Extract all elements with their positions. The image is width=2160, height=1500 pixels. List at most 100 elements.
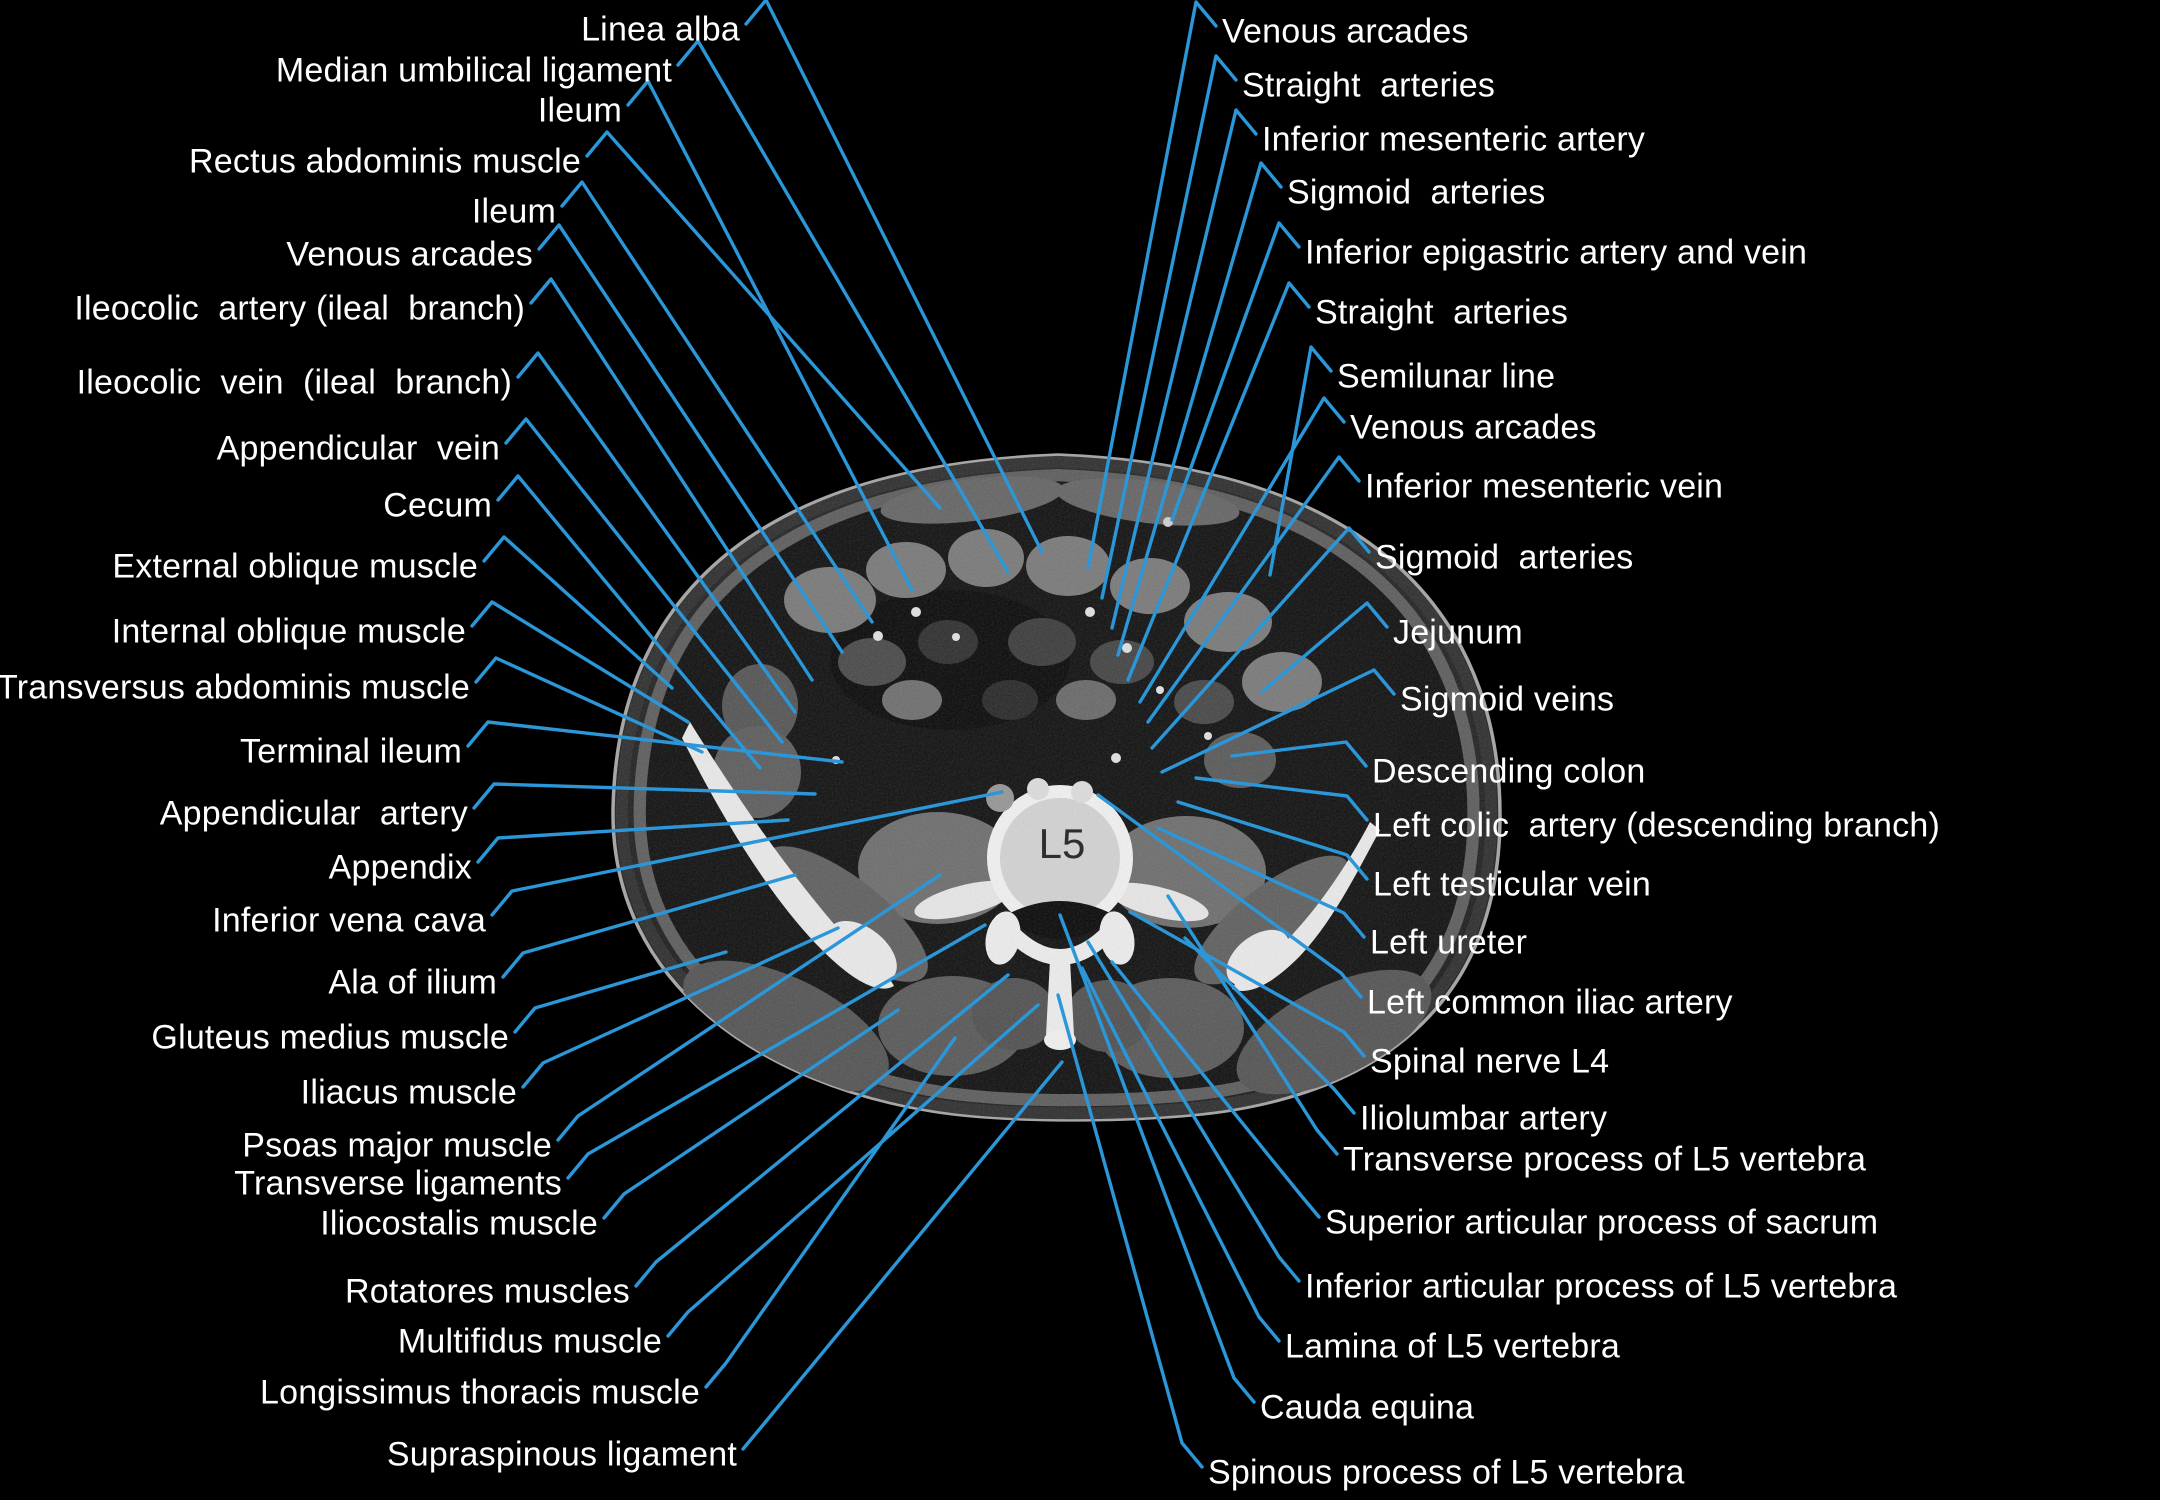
label-ileocolic-vein-ileal-branch: Ileocolic vein (ileal branch)	[76, 363, 512, 402]
leader-lines	[466, 0, 1396, 1469]
label-external-oblique-muscle: External oblique muscle	[112, 547, 478, 586]
label-internal-oblique-muscle: Internal oblique muscle	[111, 612, 466, 651]
leader-line-internal-oblique-muscle	[470, 600, 690, 724]
leader-line-iliocostalis-muscle	[602, 1008, 900, 1220]
leader-line-venous-arcades	[537, 223, 844, 654]
label-inferior-vena-cava: Inferior vena cava	[212, 901, 486, 940]
leader-line-rectus-abdominis-muscle	[585, 130, 942, 510]
leader-line-left-ureter	[1156, 826, 1366, 939]
leader-line-appendicular-vein	[504, 417, 784, 744]
leader-line-semilunar-line	[1268, 345, 1333, 577]
label-spinous-process-of-l5-vertebra: Spinous process of L5 vertebra	[1208, 1453, 1685, 1492]
label-transversus-abdominis-muscle: Transversus abdominis muscle	[0, 668, 470, 707]
label-iliolumbar-artery: Iliolumbar artery	[1360, 1099, 1608, 1138]
leader-line-rotatores-muscles	[634, 973, 1010, 1288]
label-ileum: Ileum	[471, 192, 556, 231]
label-descending-colon: Descending colon	[1372, 752, 1646, 791]
label-inferior-mesenteric-vein: Inferior mesenteric vein	[1365, 467, 1724, 506]
leader-line-left-testicular-vein	[1176, 800, 1369, 881]
leader-line-transverse-ligaments	[566, 923, 987, 1180]
leader-line-ileocolic-artery-ileal-branch	[529, 277, 814, 682]
label-transverse-ligaments: Transverse ligaments	[234, 1164, 562, 1203]
label-gluteus-medius-muscle: Gluteus medius muscle	[151, 1018, 509, 1057]
label-iliacus-muscle: Iliacus muscle	[300, 1073, 517, 1112]
leader-line-inferior-epigastric-artery-and-vein	[1170, 221, 1301, 522]
leader-line-ileocolic-vein-ileal-branch	[516, 351, 797, 714]
label-median-umbilical-ligament: Median umbilical ligament	[275, 51, 672, 90]
leader-line-venous-arcades	[1086, 0, 1218, 570]
leader-line-jejunum	[1260, 601, 1389, 694]
leader-line-cauda-equina	[1058, 913, 1256, 1404]
leader-line-lamina-of-l5-vertebra	[1080, 966, 1281, 1343]
leader-line-descending-colon	[1230, 740, 1368, 768]
label-left-common-iliac-artery: Left common iliac artery	[1367, 983, 1733, 1022]
label-supraspinous-ligament: Supraspinous ligament	[386, 1435, 737, 1474]
leader-line-terminal-ileum	[466, 720, 844, 764]
label-straight-arteries: Straight arteries	[1242, 66, 1496, 105]
leader-line-external-oblique-muscle	[482, 535, 674, 690]
label-terminal-ileum: Terminal ileum	[240, 732, 462, 771]
leader-line-sigmoid-veins	[1160, 668, 1396, 774]
label-left-colic-artery-descending-branch: Left colic artery (descending branch)	[1373, 806, 1940, 845]
label-linea-alba: Linea alba	[581, 10, 740, 49]
label-semilunar-line: Semilunar line	[1337, 357, 1556, 396]
label-venous-arcades: Venous arcades	[286, 235, 533, 274]
label-jejunum: Jejunum	[1393, 613, 1523, 652]
leader-line-straight-arteries	[1126, 281, 1311, 682]
label-appendicular-artery: Appendicular artery	[159, 794, 468, 833]
vertebra-level-label: L5	[1039, 820, 1086, 867]
leader-line-sigmoid-arteries	[1116, 161, 1283, 657]
leader-line-straight-arteries	[1100, 54, 1238, 600]
label-spinal-nerve-l4: Spinal nerve L4	[1370, 1042, 1610, 1081]
ct-noise-overlay	[612, 455, 1501, 1120]
label-longissimus-thoracis-muscle: Longissimus thoracis muscle	[259, 1373, 700, 1412]
leader-line-spinal-nerve-l4	[1128, 910, 1366, 1058]
leader-line-iliolumbar-artery	[1183, 936, 1356, 1115]
leader-line-transversus-abdominis-muscle	[474, 656, 704, 754]
leader-line-inferior-articular-process-of-l5-vertebra	[1086, 940, 1301, 1283]
leader-line-transverse-process-of-l5-vertebra	[1166, 894, 1339, 1156]
label-straight-arteries: Straight arteries	[1315, 293, 1569, 332]
label-ileocolic-artery-ileal-branch: Ileocolic artery (ileal branch)	[74, 289, 525, 328]
leader-line-spinous-process-of-l5-vertebra	[1056, 993, 1204, 1469]
label-transverse-process-of-l5-vertebra: Transverse process of L5 vertebra	[1343, 1140, 1867, 1179]
ct-body-cross-section: L5	[611, 453, 1502, 1122]
leader-line-sigmoid-arteries	[1150, 526, 1371, 750]
leader-line-longissimus-thoracis-muscle	[704, 1036, 957, 1389]
label-ala-of-ilium: Ala of ilium	[328, 963, 497, 1002]
leader-line-psoas-major-muscle	[556, 873, 942, 1142]
leader-line-cecum	[496, 474, 762, 770]
leader-line-median-umbilical-ligament	[676, 39, 1010, 574]
label-cauda-equina: Cauda equina	[1260, 1388, 1475, 1427]
label-inferior-epigastric-artery-and-vein: Inferior epigastric artery and vein	[1305, 233, 1808, 272]
leader-line-supraspinous-ligament	[741, 1060, 1064, 1451]
label-sigmoid-arteries: Sigmoid arteries	[1375, 538, 1634, 577]
label-cecum: Cecum	[383, 486, 492, 525]
label-sigmoid-veins: Sigmoid veins	[1400, 680, 1615, 719]
leader-line-left-colic-artery-descending-branch	[1194, 776, 1369, 822]
label-venous-arcades: Venous arcades	[1350, 408, 1597, 447]
label-appendix: Appendix	[328, 848, 472, 887]
label-sigmoid-arteries: Sigmoid arteries	[1287, 173, 1546, 212]
leader-line-iliacus-muscle	[521, 926, 840, 1089]
leader-line-superior-articular-process-of-sacrum	[1110, 960, 1321, 1219]
leader-line-inferior-mesenteric-artery	[1110, 108, 1258, 630]
leader-line-ileum	[560, 180, 874, 624]
label-left-testicular-vein: Left testicular vein	[1373, 865, 1652, 904]
label-venous-arcades: Venous arcades	[1222, 12, 1469, 51]
label-appendicular-vein: Appendicular vein	[216, 429, 500, 468]
leader-line-inferior-mesenteric-vein	[1146, 455, 1361, 724]
label-multifidus-muscle: Multifidus muscle	[397, 1322, 662, 1361]
leader-line-ala-of-ilium	[501, 873, 797, 979]
label-left-ureter: Left ureter	[1370, 923, 1528, 962]
leader-line-ileum	[626, 79, 914, 592]
label-lamina-of-l5-vertebra: Lamina of L5 vertebra	[1285, 1327, 1620, 1366]
label-rectus-abdominis-muscle: Rectus abdominis muscle	[189, 142, 581, 181]
label-ileum: Ileum	[537, 91, 622, 130]
label-inferior-mesenteric-artery: Inferior mesenteric artery	[1262, 120, 1646, 159]
leader-line-inferior-vena-cava	[490, 790, 1004, 917]
leader-line-appendix	[476, 818, 790, 864]
label-psoas-major-muscle: Psoas major muscle	[242, 1126, 552, 1165]
